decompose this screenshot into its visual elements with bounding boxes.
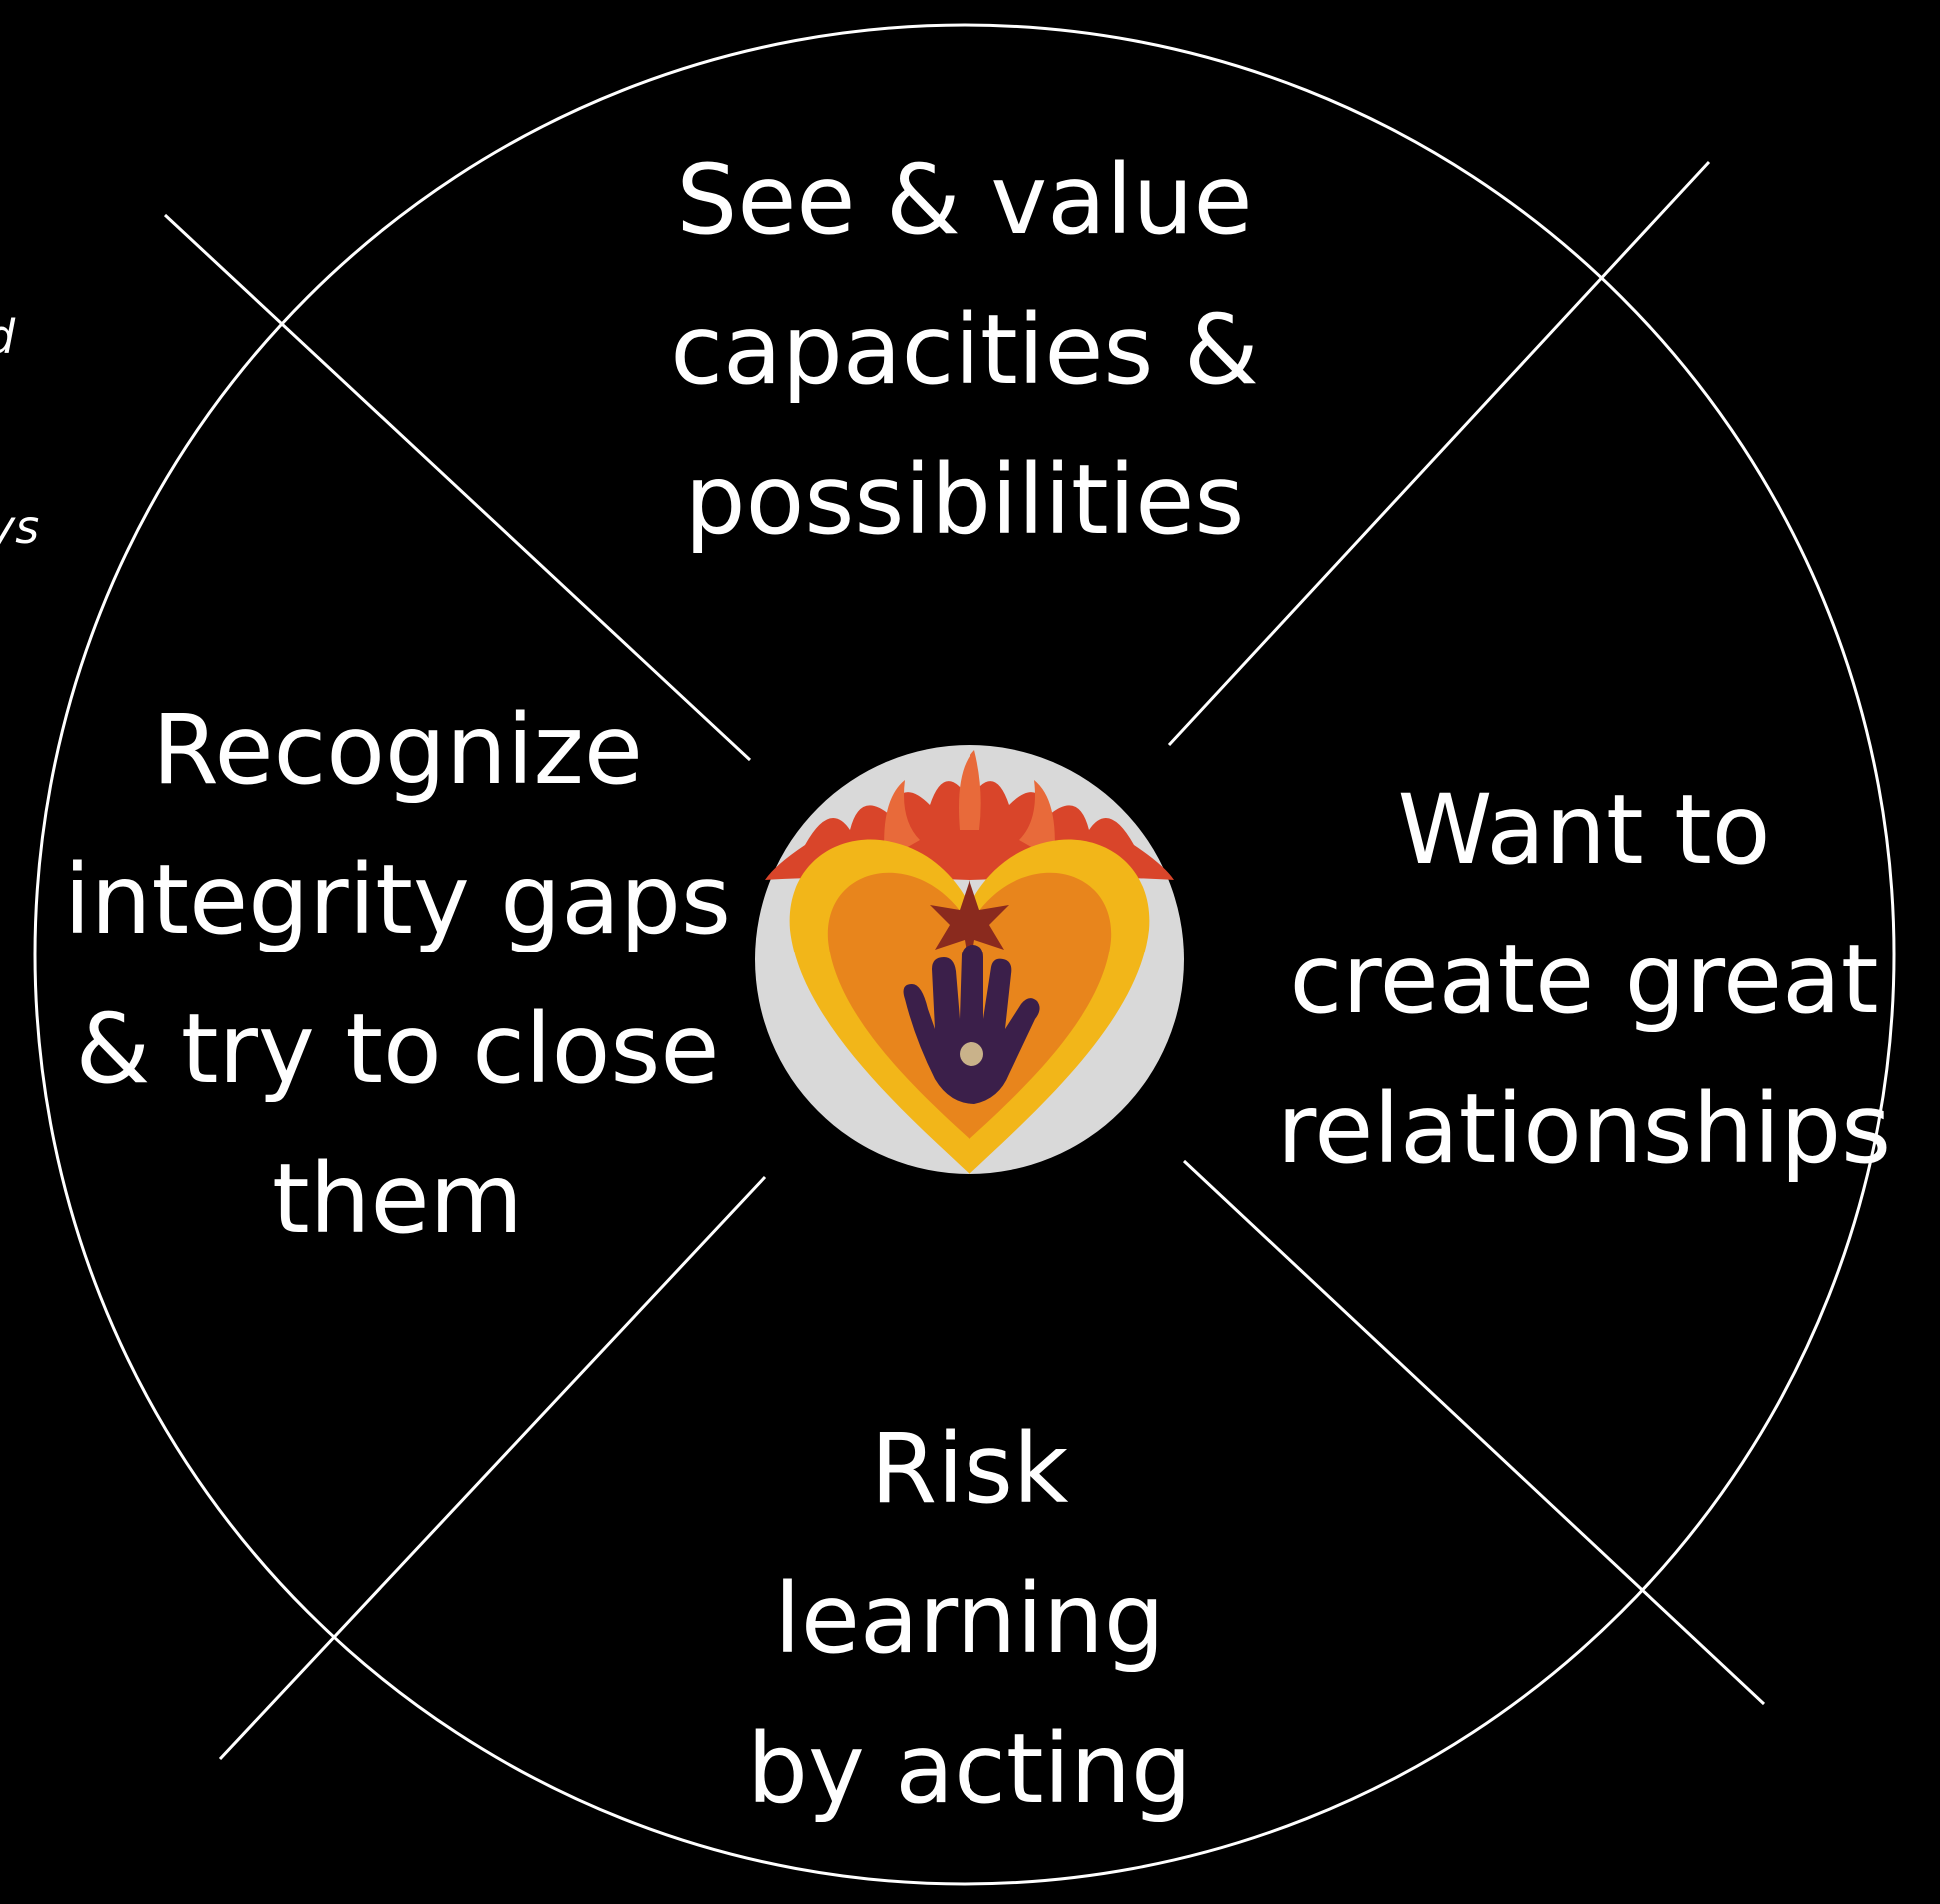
outer-circle (33, 23, 1896, 1886)
quadrant-right-line-1: Want to (1397, 774, 1771, 886)
quadrant-right-line-2: create great (1289, 924, 1879, 1035)
heart-with-hand-icon (755, 745, 1184, 1174)
quadrant-left-line-3: & try to close (75, 993, 720, 1105)
quadrant-bottom-line-2: learning (774, 1563, 1165, 1675)
quadrant-left-text: Recognize integrity gaps & try to close … (20, 675, 775, 1274)
quadrant-left-line-4: them (271, 1143, 524, 1255)
quadrant-bottom-text: Risk learning by acting (680, 1394, 1259, 1844)
quadrant-top-line-2: capacities & (670, 294, 1259, 406)
quadrant-right-text: Want to create great relationships (1229, 755, 1939, 1204)
edge-text-fragment-2: ys (0, 500, 40, 554)
quadrant-top-line-3: possibilities (684, 444, 1245, 556)
divider-line-top-left (163, 213, 752, 762)
divider-line-bottom-right (1182, 1159, 1766, 1706)
divider-line-top-right (1167, 160, 1711, 747)
quadrant-left-line-2: integrity gaps (64, 844, 731, 955)
quadrant-top-line-1: See & value (676, 144, 1253, 256)
quadrant-bottom-line-1: Risk (870, 1413, 1069, 1525)
divider-line-bottom-left (218, 1175, 767, 1761)
quadrant-right-line-3: relationships (1276, 1073, 1892, 1185)
quadrant-left-line-1: Recognize (152, 694, 643, 806)
edge-text-fragment-1: d (0, 310, 15, 364)
quadrant-bottom-line-3: by acting (747, 1713, 1192, 1825)
quadrant-top-text: See & value capacities & possibilities (620, 125, 1309, 575)
